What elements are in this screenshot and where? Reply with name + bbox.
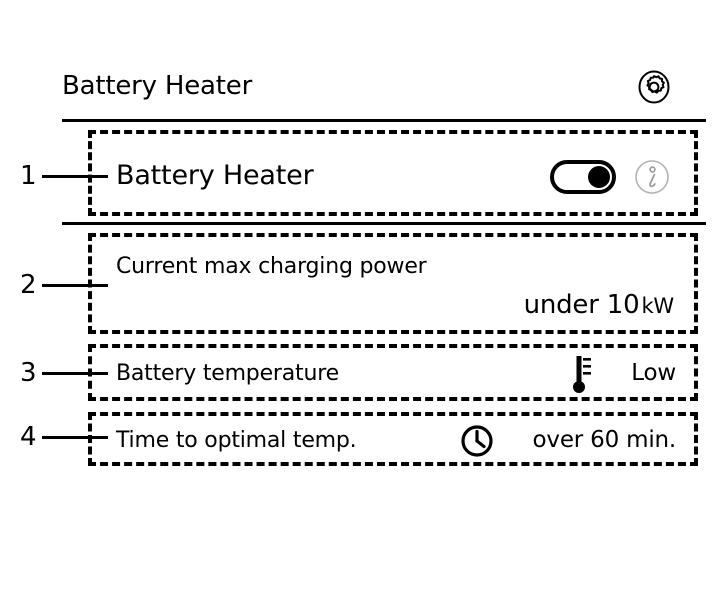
row-battery-temperature-value: Low <box>631 360 676 386</box>
row-battery-heater-label: Battery Heater <box>116 160 314 191</box>
toggle-knob <box>588 166 610 188</box>
row-charging-power: Current max charging power under 10kW <box>88 233 698 334</box>
settings-gear-button[interactable] <box>637 70 671 104</box>
clock-icon <box>460 424 494 458</box>
row-battery-heater[interactable]: Battery Heater <box>88 130 698 216</box>
charging-power-number: under 10 <box>523 290 640 320</box>
thermometer-icon <box>570 353 594 397</box>
callout-4-number: 4 <box>20 422 37 452</box>
row-time-to-optimal: Time to optimal temp. over 60 min. <box>88 412 698 466</box>
page-title: Battery Heater <box>62 71 253 101</box>
info-icon[interactable] <box>630 155 674 199</box>
row1-divider <box>62 222 706 225</box>
battery-heater-toggle[interactable] <box>550 160 616 194</box>
row-time-to-optimal-value: over 60 min. <box>532 427 677 453</box>
callout-4-leader-line <box>42 436 108 439</box>
row-battery-temperature-label: Battery temperature <box>116 361 339 386</box>
callout-3-number: 3 <box>20 358 37 388</box>
header-divider <box>62 119 706 122</box>
row-charging-power-label: Current max charging power <box>116 254 427 279</box>
callout-2-number: 2 <box>20 270 37 300</box>
callout-1-number: 1 <box>20 161 37 191</box>
callout-2-leader-line <box>42 284 108 287</box>
callout-3-leader-line <box>42 372 108 375</box>
gear-icon <box>638 70 670 104</box>
charging-power-unit: kW <box>641 294 674 318</box>
row-time-to-optimal-label: Time to optimal temp. <box>116 428 357 453</box>
callout-1-leader-line <box>42 175 108 178</box>
row-charging-power-value: under 10kW <box>523 289 675 322</box>
row-battery-temperature: Battery temperature Low <box>88 344 698 401</box>
